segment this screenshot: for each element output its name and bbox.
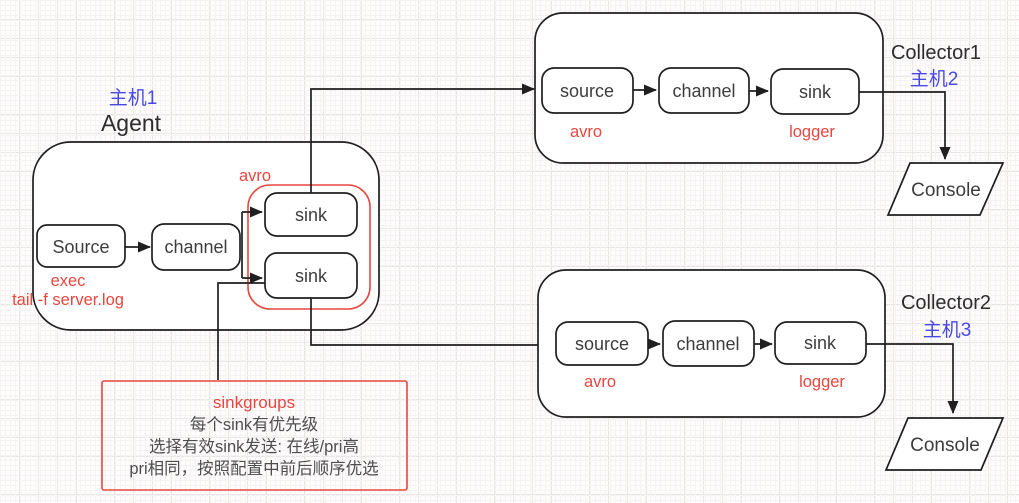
collector1-source-type-label: avro (570, 123, 602, 141)
collector1-sink-label: sink (799, 82, 832, 102)
collector2-source-label: source (575, 334, 629, 354)
edge-sink-bottom-to-collector2 (310, 298, 551, 351)
collector2-channel-label: channel (676, 334, 739, 354)
collector1-title: Collector1 (891, 42, 981, 64)
note-line-3: pri相同，按照配置中前后顺序优选 (129, 459, 378, 478)
agent-title: Agent (101, 110, 162, 136)
collector1-source-label: source (560, 81, 614, 101)
collector1-console-label: Console (911, 180, 981, 201)
note-line-1: 每个sink有优先级 (190, 415, 318, 434)
agent-sink-bottom-label: sink (295, 266, 328, 286)
collector2-host-label: 主机3 (923, 319, 972, 341)
edge-collector2-sink-to-console (866, 343, 959, 414)
edge-sink-top-to-collector1 (310, 83, 535, 193)
agent-source-box (36, 224, 126, 268)
sinkgroups-note: sinkgroups 每个sink有优先级 选择有效sink发送: 在线/pri… (101, 380, 408, 491)
agent-source-command-label: tail -f server.log (12, 291, 124, 309)
collector2-sink-label: sink (804, 333, 837, 353)
note-title: sinkgroups (213, 393, 295, 412)
collector1-channel-label: channel (672, 81, 735, 101)
collector1-host-label: 主机2 (910, 68, 959, 90)
collector1-console-shape (886, 162, 1005, 216)
collector2-source-type-label: avro (584, 373, 616, 391)
agent-source-label: Source (52, 237, 109, 257)
agent-channel-label: channel (164, 237, 227, 257)
agent-sinkgroup-type-label: avro (239, 167, 271, 185)
note-line-2: 选择有效sink发送: 在线/pri高 (149, 437, 359, 456)
agent-sinkgroup-frame (247, 184, 371, 310)
agent-sink-top-label: sink (295, 205, 328, 225)
collector2-sink-box (774, 321, 867, 365)
agent-source-type-label: exec (51, 272, 86, 290)
collector1-sink-type-label: logger (789, 123, 835, 141)
agent-channel-box (151, 223, 241, 271)
collector2-console-label: Console (910, 435, 980, 456)
edge-collector1-sink-to-console (859, 91, 951, 160)
collector2-console-shape (884, 417, 1005, 471)
collector2-sink-type-label: logger (799, 373, 845, 391)
agent-group: 主机1 Agent Source channel avro sink sink … (12, 87, 380, 331)
collector2-group: source channel sink avro logger Collecto… (537, 269, 1005, 471)
collector1-group: source channel sink avro logger Collecto… (534, 12, 1005, 216)
note-box (101, 380, 408, 491)
cross-links (217, 83, 551, 380)
edge-sinkgroup-to-note (217, 282, 265, 380)
agent-host-label: 主机1 (109, 87, 158, 109)
collector2-title: Collector2 (901, 292, 991, 314)
